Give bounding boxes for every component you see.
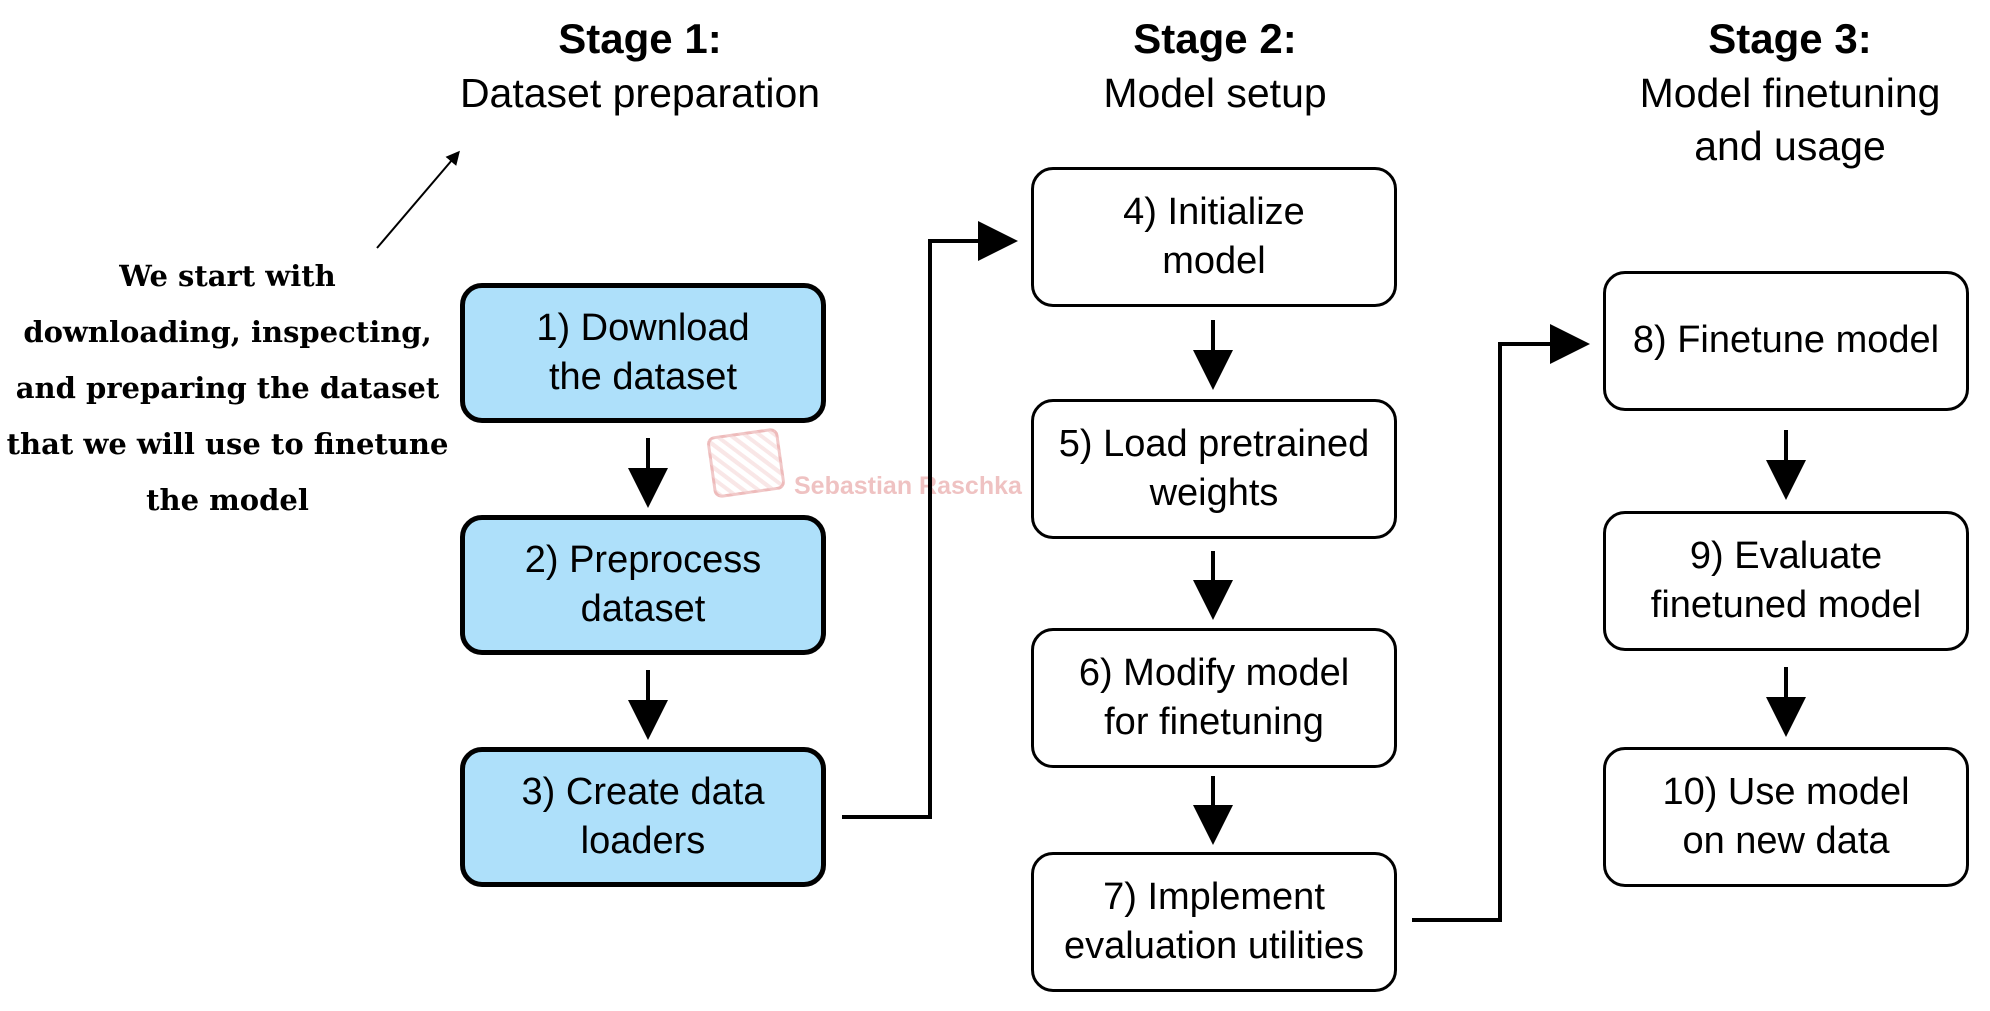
step-5-box: 5) Load pretrained weights	[1031, 399, 1397, 539]
stage-2-subtitle: Model setup	[1103, 69, 1327, 116]
side-note-pointer-arrow	[376, 150, 460, 249]
step-9-box: 9) Evaluate finetuned model	[1603, 511, 1969, 651]
step-10-box: 10) Use model on new data	[1603, 747, 1969, 887]
stage-1-header: Stage 1: Dataset preparation	[420, 12, 860, 120]
step-6-box: 6) Modify model for finetuning	[1031, 628, 1397, 768]
stage-3-title: Stage 3:	[1708, 15, 1872, 62]
stage-3-subtitle: Model finetuning and usage	[1639, 69, 1941, 169]
arrow-3-to-4	[842, 221, 1018, 819]
step-3-box: 3) Create data loaders	[460, 747, 826, 887]
step-8-box: 8) Finetune model	[1603, 271, 1969, 411]
step-2-box: 2) Preprocess dataset	[460, 515, 826, 655]
arrow-7-to-8	[1412, 324, 1590, 922]
stage-1-title: Stage 1:	[558, 15, 722, 62]
watermark-text: Sebastian Raschka	[794, 472, 1022, 500]
step-1-box: 1) Download the dataset	[460, 283, 826, 423]
stage-2-title: Stage 2:	[1133, 15, 1297, 62]
step-4-box: 4) Initialize model	[1031, 167, 1397, 307]
stage-1-subtitle: Dataset preparation	[459, 69, 821, 116]
side-note: We start with downloading, inspecting, a…	[6, 259, 449, 517]
stage-2-header: Stage 2: Model setup	[1010, 12, 1420, 120]
step-7-box: 7) Implement evaluation utilities	[1031, 852, 1397, 992]
stage-3-header: Stage 3: Model finetuning and usage	[1580, 12, 1990, 173]
